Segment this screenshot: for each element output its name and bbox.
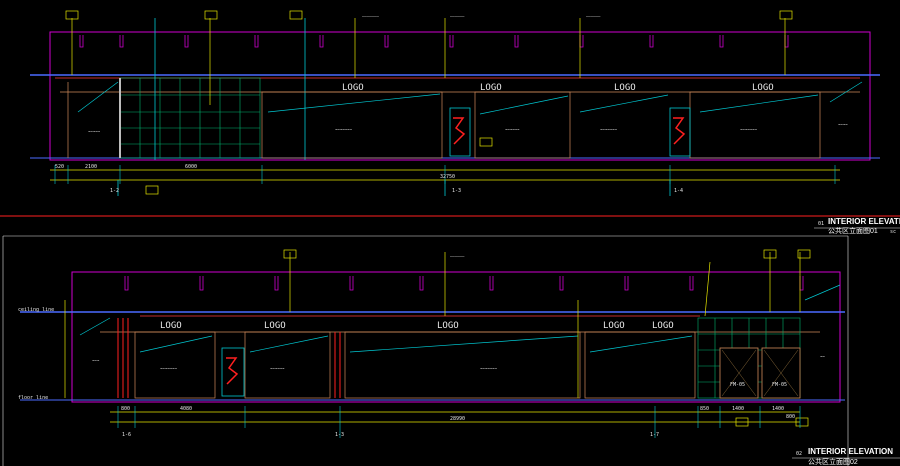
door-tag: FM-05 (730, 382, 745, 388)
svg-text:~~~~~~: ~~~~~~ (505, 127, 520, 132)
door-tag: FM-05 (772, 382, 787, 388)
svg-text:~~~~~: ~~~~~ (88, 129, 101, 134)
elevation-02-subtitle: 公共区立面图02 (808, 457, 858, 466)
section-marker: 1-2 (110, 188, 119, 194)
elevation-02-double-door (719, 347, 801, 399)
logo-text: LOGO (752, 83, 774, 93)
elevation-02-frame (71, 271, 841, 403)
section-marker: 1-7 (650, 432, 659, 438)
svg-text:——————: —————— (450, 254, 465, 259)
dimension-total: 28990 (450, 416, 465, 422)
svg-text:~~: ~~ (820, 354, 825, 359)
svg-text:~~~~~~~: ~~~~~~~ (600, 127, 617, 132)
section-marker: 1-6 (122, 432, 131, 438)
logo-text: LOGO (614, 83, 636, 93)
logo-text: LOGO (264, 321, 286, 331)
dimension-label: 6000 (185, 164, 197, 170)
svg-text:——————: —————— (586, 14, 601, 19)
section-marker: 1-3 (452, 188, 461, 194)
elevation-01-door-2 (669, 107, 691, 157)
elevation-02-door-1 (221, 347, 245, 397)
elevation-01: LOGO LOGO LOGO LOGO ——————————————————— … (0, 10, 900, 235)
logo-text: LOGO (437, 321, 459, 331)
dimension-label: 800 (786, 414, 795, 420)
svg-text:~~~~~~: ~~~~~~ (270, 366, 285, 371)
logo-text: LOGO (480, 83, 502, 93)
elevation-01-glass-panel (119, 77, 261, 159)
logo-text: LOGO (652, 321, 674, 331)
dimension-label: 850 (700, 406, 709, 412)
elevation-01-tag: 01 (818, 221, 824, 227)
elevation-02-title: INTERIOR ELEVATION (808, 447, 893, 456)
dimension-label: 520 (55, 164, 64, 170)
dimension-label: 4080 (180, 406, 192, 412)
svg-text:~~~~~~~: ~~~~~~~ (160, 366, 177, 371)
elevation-01-door-1 (449, 107, 471, 157)
elevation-01-scale: sc (890, 229, 896, 235)
logo-text: LOGO (160, 321, 182, 331)
elevation-01-frame (49, 31, 871, 161)
dimension-label: 2100 (85, 164, 97, 170)
dimension-label: 1400 (772, 406, 784, 412)
elevation-01-subtitle: 公共区立面图01 (828, 226, 878, 235)
dimension-label: 800 (121, 406, 130, 412)
svg-text:———————: ——————— (362, 14, 379, 19)
svg-text:~~~~: ~~~~ (838, 122, 848, 127)
elevation-02: FM-05 FM-05 LOGO LOGO LOGO LOGO LOGO ———… (18, 249, 900, 466)
dimension-total: 32750 (440, 174, 455, 180)
section-marker: 1-3 (335, 432, 344, 438)
section-marker: 1-4 (674, 188, 683, 194)
level-label: floor line (18, 395, 48, 401)
svg-text:~~~: ~~~ (92, 358, 100, 363)
elevation-02-tag: 02 (796, 451, 802, 457)
svg-text:~~~~~~~: ~~~~~~~ (480, 366, 497, 371)
dimension-label: 1400 (732, 406, 744, 412)
svg-text:~~~~~~~: ~~~~~~~ (740, 127, 757, 132)
logo-text: LOGO (603, 321, 625, 331)
elevation-01-title: INTERIOR ELEVATION (828, 217, 900, 226)
logo-text: LOGO (342, 83, 364, 93)
svg-text:~~~~~~~: ~~~~~~~ (335, 127, 352, 132)
svg-text:——————: —————— (450, 14, 465, 19)
level-label: ceiling line (18, 307, 54, 313)
